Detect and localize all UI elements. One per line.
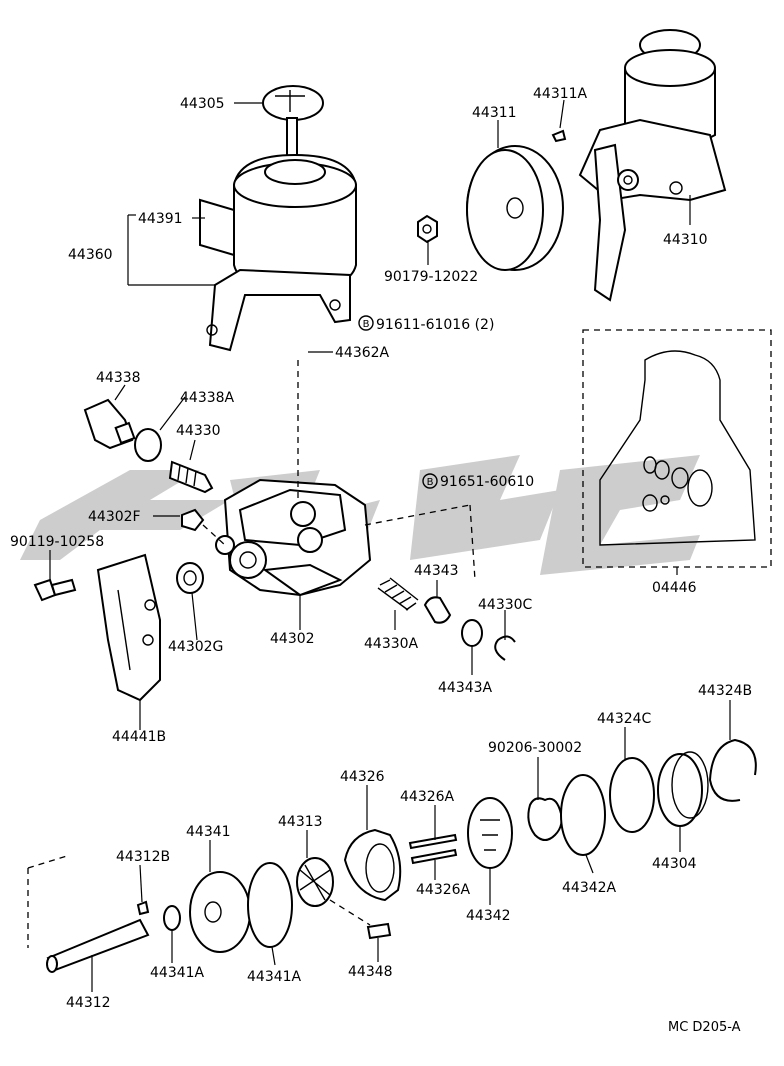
reservoir-44360 bbox=[199, 85, 357, 352]
label-04446: 04446 bbox=[652, 580, 697, 596]
label-90179: 90179-12022 bbox=[384, 269, 478, 285]
label-44304: 44304 bbox=[652, 856, 697, 872]
label-44341A-left: 44341A bbox=[150, 965, 205, 981]
plate-44348 bbox=[366, 922, 392, 940]
label-44302F: 44302F bbox=[88, 509, 141, 525]
marker-b-2-text: B bbox=[427, 477, 434, 488]
pump-assembly-44310 bbox=[578, 29, 727, 302]
cover-44304 bbox=[657, 751, 709, 827]
callout-labels: 44305 44391 44360 44311 44311A 44310 901… bbox=[10, 86, 752, 1035]
label-44313: 44313 bbox=[278, 814, 323, 830]
label-44312: 44312 bbox=[66, 995, 111, 1011]
bracket-44441B bbox=[96, 553, 161, 702]
label-44330C: 44330C bbox=[478, 597, 533, 613]
label-91651: 91651-60610 bbox=[440, 474, 534, 490]
spring-44330A bbox=[377, 577, 419, 611]
label-44343A: 44343A bbox=[438, 680, 493, 696]
marker-b-2: B bbox=[422, 473, 438, 489]
relief-valve-44338 bbox=[83, 398, 136, 450]
footer-code: MC D205-A bbox=[668, 1020, 741, 1035]
pulley-44311 bbox=[466, 129, 567, 271]
label-44341: 44341 bbox=[186, 824, 231, 840]
marker-b-1-text: B bbox=[363, 319, 370, 330]
label-44311: 44311 bbox=[472, 105, 517, 121]
label-44310: 44310 bbox=[663, 232, 708, 248]
pin-44326A-top bbox=[408, 833, 458, 850]
o-ring-44324C bbox=[609, 757, 655, 833]
label-44324C: 44324C bbox=[597, 711, 652, 727]
label-44391: 44391 bbox=[138, 211, 183, 227]
snap-ring-44330C bbox=[494, 635, 516, 661]
snap-ring-44341A-small bbox=[163, 905, 181, 931]
label-44343: 44343 bbox=[414, 563, 459, 579]
side-plate-44342 bbox=[467, 797, 513, 869]
label-44326: 44326 bbox=[340, 769, 385, 785]
label-44441B: 44441B bbox=[112, 729, 166, 745]
snap-ring-44324B bbox=[708, 738, 757, 802]
label-44342: 44342 bbox=[466, 908, 511, 924]
label-44338A: 44338A bbox=[180, 390, 235, 406]
label-44360: 44360 bbox=[68, 247, 113, 263]
plug-44343 bbox=[423, 596, 452, 624]
label-44362A: 44362A bbox=[335, 345, 390, 361]
label-44342A: 44342A bbox=[562, 880, 617, 896]
plate-44341 bbox=[189, 871, 251, 953]
label-44338: 44338 bbox=[96, 370, 141, 386]
label-44348: 44348 bbox=[348, 964, 393, 980]
o-ring-44342A bbox=[560, 774, 606, 856]
label-44330A: 44330A bbox=[364, 636, 419, 652]
label-44330: 44330 bbox=[176, 423, 221, 439]
marker-b-1: B bbox=[358, 315, 374, 331]
label-90119: 90119-10258 bbox=[10, 534, 104, 550]
nut-90179 bbox=[417, 214, 438, 244]
label-44311A: 44311A bbox=[533, 86, 588, 102]
fitting-44302F bbox=[181, 508, 205, 532]
o-ring-44341A bbox=[247, 862, 293, 948]
gasket-kit-box-04446 bbox=[582, 329, 772, 568]
label-44302: 44302 bbox=[270, 631, 315, 647]
cam-ring-44326 bbox=[343, 828, 402, 902]
rotor-44313 bbox=[296, 857, 334, 907]
pin-44326A-bottom bbox=[410, 848, 458, 865]
label-44341A-right: 44341A bbox=[247, 969, 302, 985]
o-ring-44338A bbox=[134, 428, 162, 462]
pump-body-44302 bbox=[215, 478, 372, 597]
seal-44302G bbox=[176, 562, 204, 594]
leader-lines bbox=[27, 99, 731, 992]
label-91611: 91611-61016 (2) bbox=[376, 317, 494, 333]
label-44326A-bottom: 44326A bbox=[416, 882, 471, 898]
label-44302G: 44302G bbox=[168, 639, 223, 655]
label-90206: 90206-30002 bbox=[488, 740, 582, 756]
label-44312B: 44312B bbox=[116, 849, 170, 865]
shaft-44312 bbox=[46, 900, 150, 973]
label-44305: 44305 bbox=[180, 96, 225, 112]
o-ring-44343A bbox=[461, 619, 483, 647]
seal-90206 bbox=[527, 797, 563, 841]
label-44326A-top: 44326A bbox=[400, 789, 455, 805]
valve-44330 bbox=[168, 460, 214, 494]
label-44324B: 44324B bbox=[698, 683, 752, 699]
bolt-90119 bbox=[33, 578, 77, 602]
